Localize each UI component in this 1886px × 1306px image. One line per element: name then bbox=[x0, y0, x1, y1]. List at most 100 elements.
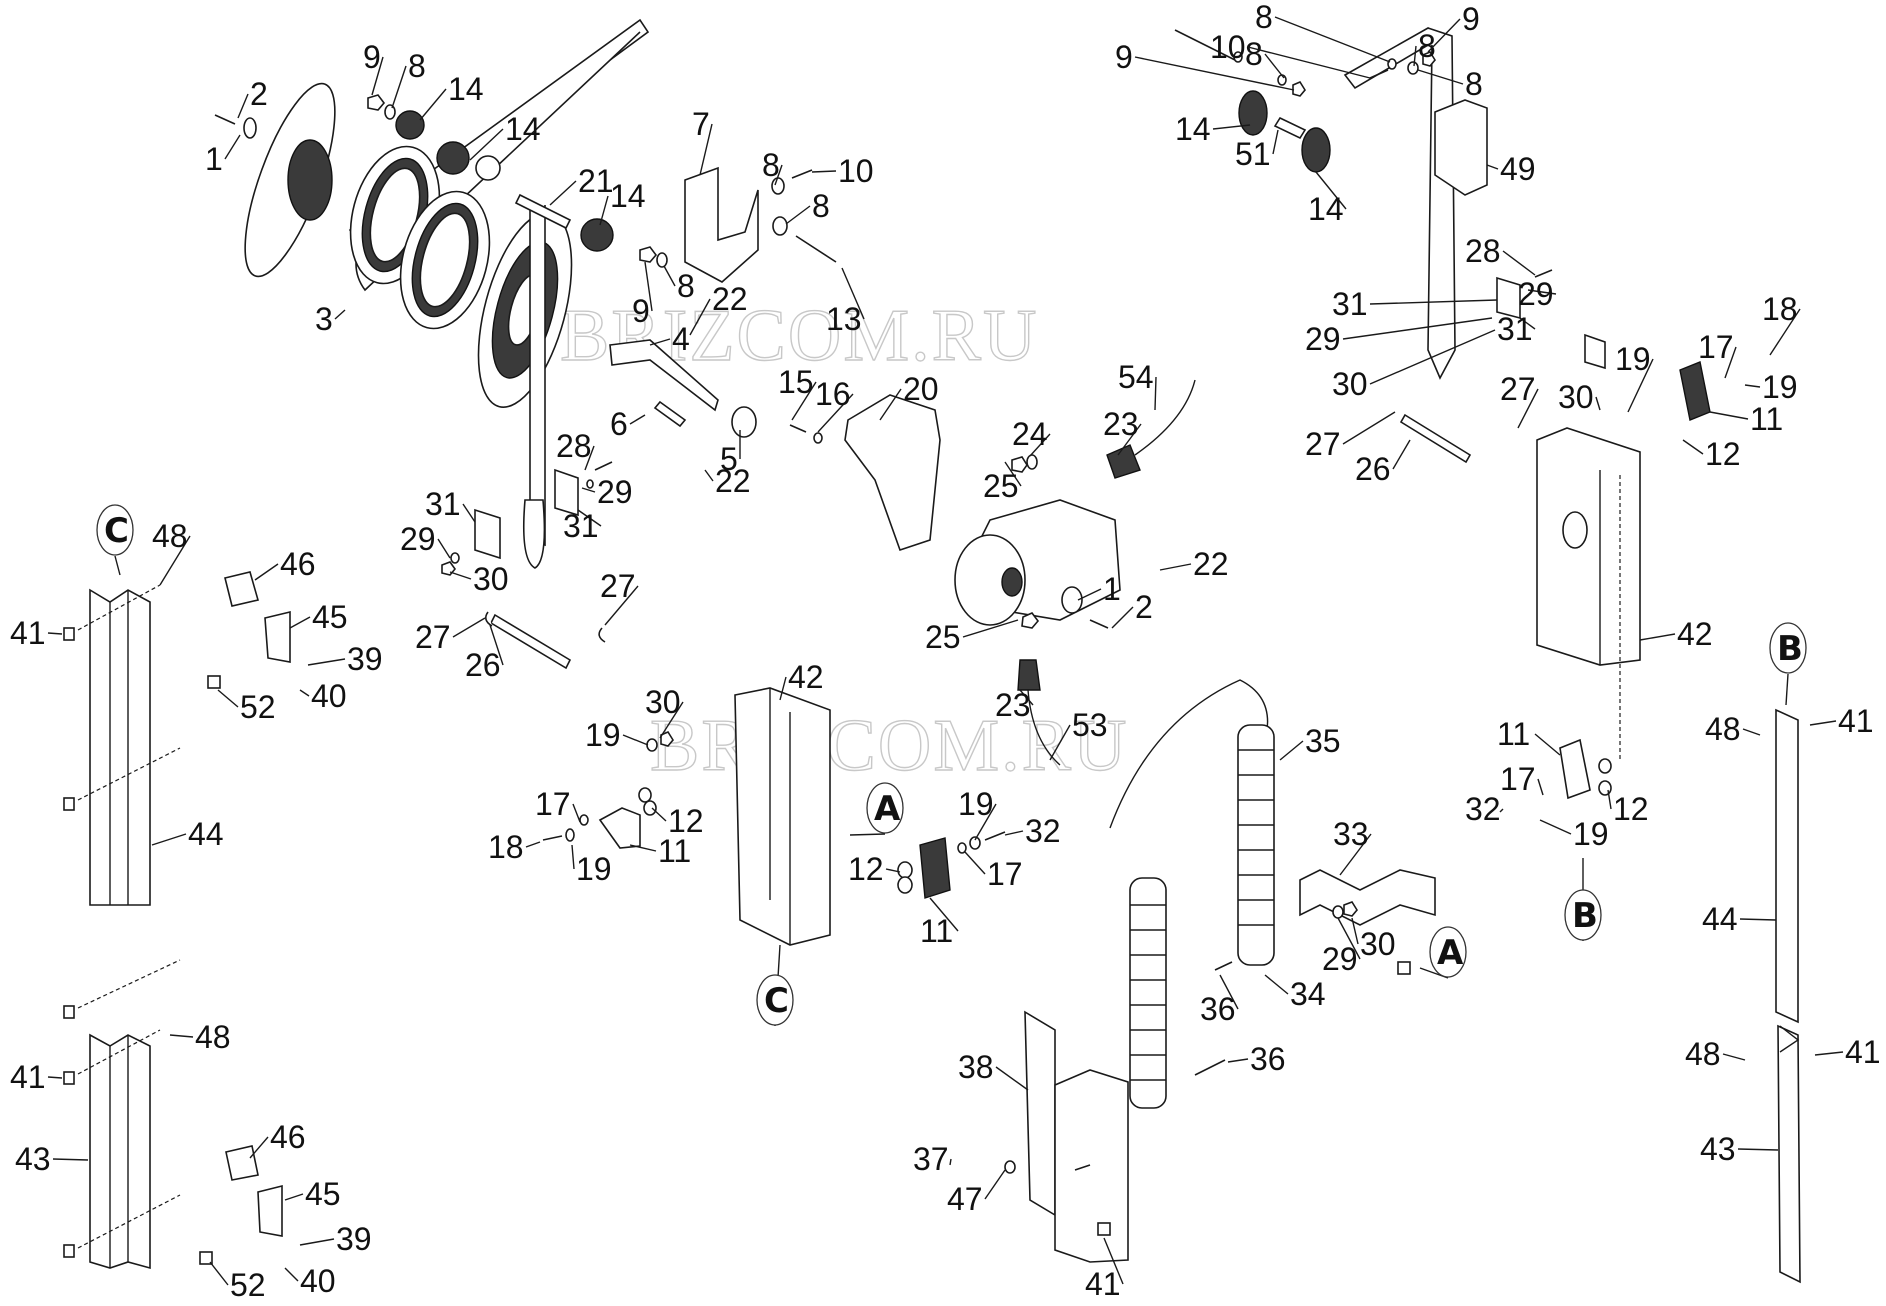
callout-label: 3 bbox=[315, 301, 333, 337]
clip-27b bbox=[598, 627, 606, 643]
reference-marker-a: A bbox=[849, 782, 904, 836]
idler-ring bbox=[475, 155, 501, 181]
callout-label: 27 bbox=[415, 619, 451, 655]
marker-ellipse bbox=[1429, 926, 1467, 978]
leader-line bbox=[1339, 833, 1372, 876]
rail-43-right-top bbox=[1779, 1025, 1800, 1053]
callout-35: 35 bbox=[1279, 723, 1341, 761]
right-carriage bbox=[1399, 361, 1711, 800]
callout-36: 36 bbox=[1227, 1041, 1286, 1077]
callout-46: 46 bbox=[254, 546, 316, 582]
leader-line bbox=[879, 388, 902, 421]
callout-label: 8 bbox=[1255, 0, 1273, 35]
callout-12: 12 bbox=[1607, 789, 1649, 827]
callout-1: 1 bbox=[1077, 571, 1121, 607]
callout-label: 40 bbox=[300, 1263, 336, 1299]
bolt-2b bbox=[1089, 619, 1109, 629]
callout-9: 9 bbox=[1115, 39, 1295, 91]
leader-line bbox=[962, 619, 1019, 638]
leader-line bbox=[1739, 918, 1777, 921]
idler-gear-14d bbox=[1238, 90, 1268, 136]
callout-2: 2 bbox=[237, 76, 268, 119]
chain-links-34 bbox=[1130, 904, 1166, 1081]
leader-line bbox=[571, 844, 575, 870]
leader-line bbox=[704, 469, 714, 482]
callout-label: 28 bbox=[556, 428, 592, 464]
shaft-21 bbox=[514, 193, 572, 230]
callout-label: 11 bbox=[658, 833, 691, 869]
callout-30: 30 bbox=[1332, 329, 1496, 402]
motor-output-shaft bbox=[1001, 567, 1023, 597]
bushing-12d bbox=[897, 876, 913, 894]
rail-43-left bbox=[89, 1033, 151, 1270]
callout-label: 19 bbox=[576, 851, 612, 887]
screw-36a bbox=[1214, 961, 1233, 971]
callout-label: 29 bbox=[1322, 941, 1358, 977]
washer-8 bbox=[384, 104, 396, 120]
callout-label: 37 bbox=[913, 1141, 949, 1177]
leader-line bbox=[811, 170, 837, 173]
bracket-45a bbox=[264, 610, 291, 663]
washer-19c bbox=[969, 836, 981, 850]
marker-letter: A bbox=[874, 789, 901, 829]
callout-label: 23 bbox=[995, 687, 1031, 723]
callout-label: 14 bbox=[505, 111, 541, 147]
callout-label: 11 bbox=[1750, 401, 1783, 437]
callout-label: 8 bbox=[1465, 66, 1483, 102]
right-belt-arm bbox=[1174, 27, 1606, 380]
marker-leader bbox=[1785, 673, 1789, 706]
leader-line bbox=[1809, 720, 1837, 726]
chain-section-34 bbox=[1129, 877, 1167, 1109]
leader-line bbox=[1004, 830, 1024, 836]
callout-label: 44 bbox=[1702, 901, 1738, 937]
callout-8: 8 bbox=[1255, 0, 1391, 63]
callout-37: 37 bbox=[913, 1141, 952, 1177]
leader-line bbox=[419, 88, 447, 121]
callout-47: 47 bbox=[947, 1169, 1006, 1217]
idler-gear-2 bbox=[436, 141, 470, 175]
leader-line bbox=[52, 1158, 89, 1161]
leader-line bbox=[254, 563, 279, 581]
callout-label: 39 bbox=[336, 1221, 372, 1257]
leader-line bbox=[1709, 411, 1749, 420]
bolt-13 bbox=[795, 235, 837, 263]
callout-17: 17 bbox=[535, 786, 581, 823]
callout-label: 19 bbox=[585, 717, 621, 753]
leader-line bbox=[469, 128, 504, 161]
callout-label: 41 bbox=[10, 1059, 46, 1095]
leader-line bbox=[1417, 69, 1464, 85]
callout-17: 17 bbox=[964, 851, 1023, 892]
leader-line bbox=[1369, 329, 1496, 385]
callout-label: 36 bbox=[1250, 1041, 1286, 1077]
cable-54 bbox=[1134, 379, 1196, 456]
marker-letter: C bbox=[104, 511, 129, 551]
callout-21: 21 bbox=[549, 163, 614, 206]
callout-label: 29 bbox=[1518, 276, 1554, 312]
leader-line bbox=[817, 393, 854, 433]
leader-line bbox=[1595, 396, 1601, 411]
callout-19: 19 bbox=[585, 717, 649, 753]
callout-label: 40 bbox=[311, 678, 347, 714]
callout-label: 48 bbox=[195, 1019, 231, 1055]
callout-label: 9 bbox=[1115, 39, 1133, 75]
callout-label: 19 bbox=[958, 786, 994, 822]
callout-label: 10 bbox=[838, 153, 874, 189]
key-6 bbox=[653, 400, 687, 428]
cable-gland-46a bbox=[224, 571, 260, 607]
callout-label: 8 bbox=[1245, 36, 1263, 72]
leader-line bbox=[885, 868, 901, 873]
callout-label: 2 bbox=[250, 76, 268, 112]
watermark-bottom: BRIZCOM.RU bbox=[650, 705, 1128, 787]
leader-line bbox=[572, 803, 581, 823]
callout-26: 26 bbox=[1355, 439, 1411, 487]
callout-28: 28 bbox=[1465, 233, 1536, 276]
callout-8: 8 bbox=[1245, 36, 1285, 79]
spacer-17b bbox=[957, 842, 967, 854]
chain-bracket-33 bbox=[1299, 869, 1436, 926]
cage-nut-41b bbox=[63, 797, 75, 811]
callout-29: 29 bbox=[581, 474, 633, 510]
callout-label: 30 bbox=[1360, 926, 1396, 962]
leader-line bbox=[1499, 808, 1504, 813]
callout-label: 8 bbox=[812, 188, 830, 224]
